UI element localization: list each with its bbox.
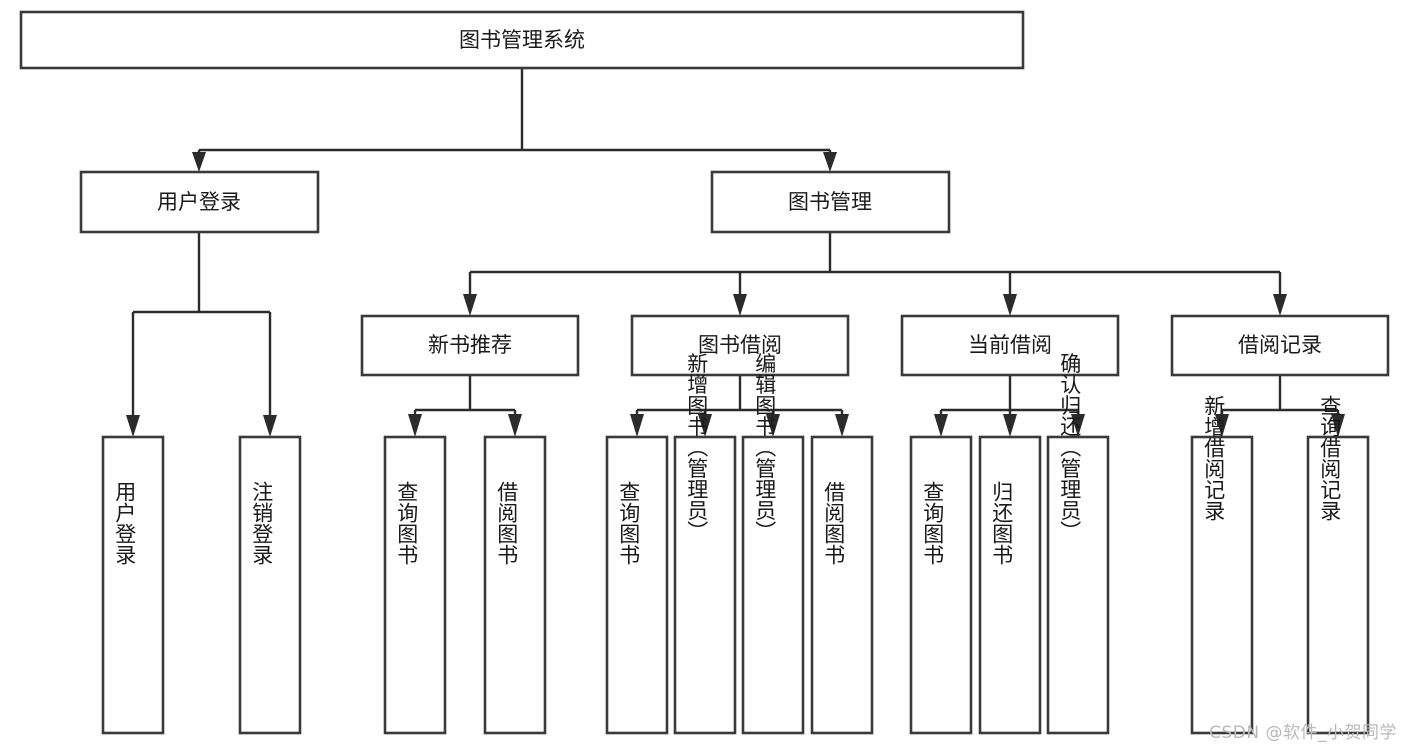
leaf-user-login-1-label: 用户登录	[113, 481, 137, 565]
leaf-book-borrow-1-label: 查询图书	[617, 481, 641, 565]
leaf-new-book-2-box[interactable]	[483, 435, 547, 735]
arrow-current-leaf3	[1071, 414, 1085, 437]
leaf-current-borrow-3[interactable]: 确认归还（管理员）	[1046, 353, 1110, 735]
arrow-record-leaf1	[1215, 414, 1229, 437]
node-book-management-box[interactable]	[710, 170, 951, 234]
node-root-label: 图书管理系统	[459, 28, 585, 52]
leaf-borrow-record-1-label: 新增借阅记录	[1202, 395, 1226, 521]
arrow-bookmgmt-c3	[1003, 294, 1017, 316]
leaf-user-login-2-label: 注销登录	[250, 481, 274, 565]
leaf-book-borrow-4-box[interactable]	[810, 435, 874, 735]
node-book-borrow-box[interactable]	[630, 314, 850, 377]
leaf-current-borrow-3-label: 确认归还（管理员）	[1058, 353, 1082, 542]
node-root[interactable]: 图书管理系统	[19, 10, 1025, 70]
arrow-bookmgmt-c4	[1273, 294, 1287, 316]
leaf-book-borrow-4-label: 借阅图书	[822, 481, 846, 565]
leaf-new-book-1-box[interactable]	[383, 435, 447, 735]
leaf-borrow-record-1-box[interactable]	[1190, 435, 1254, 735]
node-borrow-record[interactable]: 借阅记录	[1170, 314, 1390, 377]
arrow-borrow-leaf3	[766, 414, 780, 437]
leaf-book-borrow-2[interactable]: 新增图书（管理员）	[673, 353, 737, 735]
arrow-userlogin-leaf1	[126, 415, 140, 437]
leaf-book-borrow-4[interactable]: 借阅图书	[810, 435, 874, 735]
leaf-user-login-2-box[interactable]	[238, 435, 302, 735]
arrow-borrow-leaf4	[835, 414, 849, 437]
leaf-current-borrow-2-label: 归还图书	[990, 481, 1014, 565]
arrow-root-to-user-login	[192, 152, 206, 172]
arrow-newbook-leaf1	[408, 414, 422, 437]
leaf-book-borrow-3-label: 编辑图书（管理员）	[753, 353, 777, 542]
leaf-user-login-1-box[interactable]	[101, 435, 165, 735]
node-new-book-recommend[interactable]: 新书推荐	[360, 314, 580, 377]
node-current-borrow-box[interactable]	[900, 314, 1120, 377]
leaf-current-borrow-2[interactable]: 归还图书	[978, 435, 1042, 735]
leaf-book-borrow-1[interactable]: 查询图书	[605, 435, 669, 735]
leaf-borrow-record-1[interactable]: 新增借阅记录	[1190, 395, 1254, 735]
leaf-borrow-record-2-box[interactable]	[1306, 435, 1370, 735]
leaf-current-borrow-1-label: 查询图书	[921, 481, 945, 565]
leaf-user-login-1[interactable]: 用户登录	[101, 435, 165, 735]
leaf-book-borrow-2-label: 新增图书（管理员）	[685, 353, 709, 542]
leaf-current-borrow-2-box[interactable]	[978, 435, 1042, 735]
node-book-management[interactable]: 图书管理	[710, 170, 951, 234]
node-user-login-box[interactable]	[79, 170, 320, 234]
leaf-book-borrow-3[interactable]: 编辑图书（管理员）	[741, 353, 805, 735]
node-book-management-label: 图书管理	[788, 190, 872, 214]
leaf-current-borrow-1[interactable]: 查询图书	[909, 435, 973, 735]
arrow-current-leaf1	[934, 414, 948, 437]
node-root-box[interactable]	[19, 10, 1025, 70]
leaf-new-book-2[interactable]: 借阅图书	[483, 435, 547, 735]
leaf-borrow-record-2[interactable]: 查询借阅记录	[1306, 395, 1370, 735]
leaf-book-borrow-2-box[interactable]	[673, 435, 737, 735]
leaf-new-book-2-label: 借阅图书	[495, 481, 519, 565]
leaf-borrow-record-2-label: 查询借阅记录	[1318, 395, 1342, 521]
arrow-root-to-book-mgmt	[823, 152, 837, 172]
leaf-book-borrow-1-box[interactable]	[605, 435, 669, 735]
arrow-bookmgmt-c1	[463, 294, 477, 316]
arrow-bookmgmt-c2	[733, 294, 747, 316]
arrow-borrow-leaf2	[698, 414, 712, 437]
node-user-login-label: 用户登录	[157, 190, 241, 214]
leaf-new-book-1-label: 查询图书	[395, 481, 419, 565]
leaf-new-book-1[interactable]: 查询图书	[383, 435, 447, 735]
node-current-borrow-label: 当前借阅	[968, 333, 1052, 357]
arrow-userlogin-leaf2	[263, 415, 277, 437]
node-new-book-recommend-box[interactable]	[360, 314, 580, 377]
csdn-watermark: CSDN @软件_小贺同学	[1209, 723, 1397, 743]
node-current-borrow[interactable]: 当前借阅	[900, 314, 1120, 377]
node-borrow-record-box[interactable]	[1170, 314, 1390, 377]
leaf-current-borrow-1-box[interactable]	[909, 435, 973, 735]
arrow-record-leaf2	[1331, 414, 1345, 437]
arrow-current-leaf2	[1003, 414, 1017, 437]
leaf-current-borrow-3-box[interactable]	[1046, 435, 1110, 735]
node-book-borrow[interactable]: 图书借阅	[630, 314, 850, 377]
arrow-borrow-leaf1	[630, 414, 644, 437]
node-new-book-recommend-label: 新书推荐	[428, 333, 512, 357]
leaf-user-login-2[interactable]: 注销登录	[238, 435, 302, 735]
node-book-borrow-label: 图书借阅	[698, 333, 782, 357]
node-user-login[interactable]: 用户登录	[79, 170, 320, 234]
arrow-newbook-leaf2	[508, 414, 522, 437]
node-borrow-record-label: 借阅记录	[1238, 333, 1322, 357]
edges-group	[126, 68, 1345, 437]
leaf-book-borrow-3-box[interactable]	[741, 435, 805, 735]
